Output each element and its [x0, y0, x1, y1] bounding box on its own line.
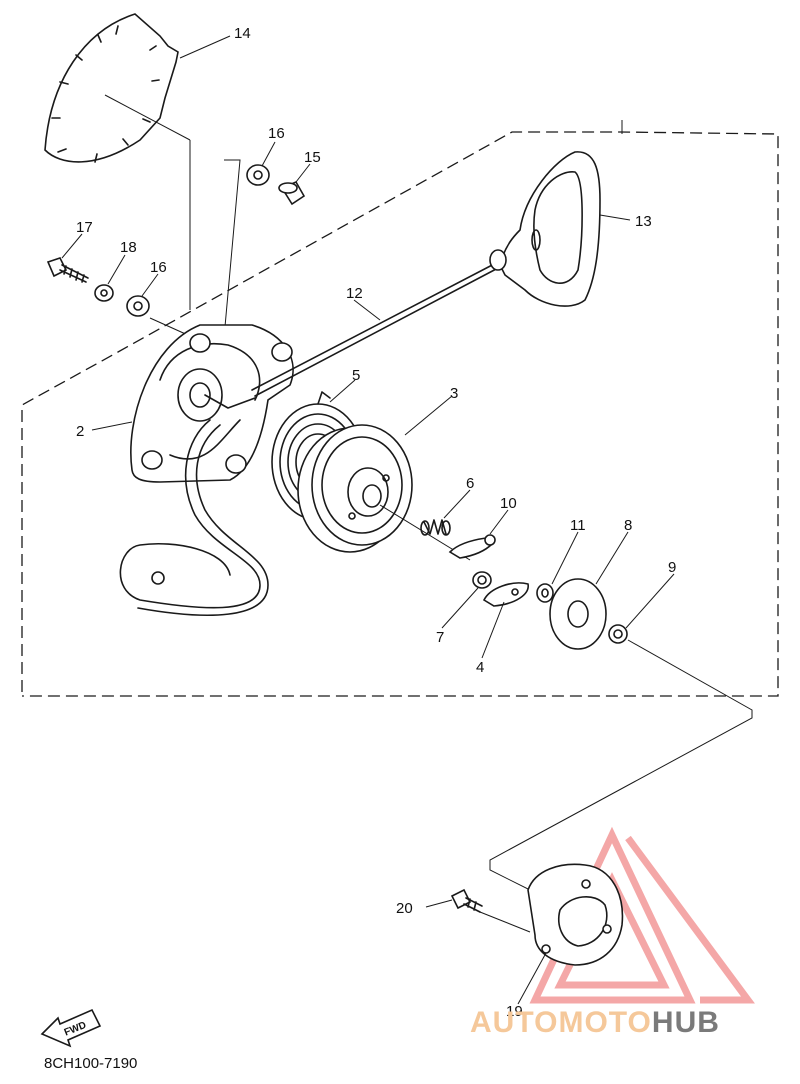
- bolt-15: [278, 180, 306, 206]
- warning-decal: [44, 13, 191, 163]
- collar-top: [246, 164, 270, 186]
- compression-spring: [420, 519, 451, 536]
- engine-cover: [527, 863, 624, 966]
- cover-plate: [549, 578, 607, 650]
- callout-19: 19: [506, 1003, 523, 1020]
- callout-18: 18: [120, 239, 137, 256]
- drive-plate: [482, 582, 529, 607]
- diagram-code: 8CH100-7190: [44, 1055, 137, 1072]
- callout-8: 8: [624, 517, 632, 534]
- assembly-boundary: [21, 131, 779, 697]
- callout-17: 17: [76, 219, 93, 236]
- washer-11: [536, 583, 554, 603]
- callout-16-left: 16: [150, 259, 167, 276]
- callout-3: 3: [450, 385, 458, 402]
- watermark-text-hub: HUB: [652, 1006, 720, 1039]
- callout-20: 20: [396, 900, 413, 917]
- callout-9: 9: [668, 559, 676, 576]
- callout-5: 5: [352, 367, 360, 384]
- watermark-text-automoto: AUTOMOTO: [470, 1006, 652, 1039]
- collar-left: [126, 295, 150, 317]
- callout-11: 11: [570, 517, 586, 534]
- rope-guide: [119, 419, 269, 617]
- starter-case: [130, 324, 294, 483]
- fwd-arrow: FWD: [40, 1008, 102, 1048]
- drive-pulley: [297, 424, 413, 553]
- callout-6: 6: [466, 475, 474, 492]
- callout-4: 4: [476, 659, 484, 676]
- bolt-20: [450, 888, 483, 913]
- callout-16-top: 16: [268, 125, 285, 142]
- callout-13: 13: [635, 213, 652, 230]
- bolt-17: [46, 257, 89, 283]
- pawl: [448, 534, 496, 559]
- callout-7: 7: [436, 629, 444, 646]
- watermark-text: AUTOMOTOHUB: [470, 1006, 720, 1039]
- callout-12: 12: [346, 285, 363, 302]
- callout-numbers: 14 16 15 17 18 16 13 12 2 5 3 6 10 11 8 …: [76, 25, 676, 1020]
- washer-18: [94, 284, 114, 302]
- starter-handle: [489, 151, 601, 307]
- callout-14: 14: [234, 25, 251, 42]
- nut: [608, 624, 628, 644]
- callout-2: 2: [76, 423, 84, 440]
- leader-lines: [61, 35, 675, 1005]
- starter-rope: [251, 261, 501, 397]
- spring-clip: [472, 571, 492, 589]
- callout-10: 10: [500, 495, 517, 512]
- callout-15: 15: [304, 149, 321, 166]
